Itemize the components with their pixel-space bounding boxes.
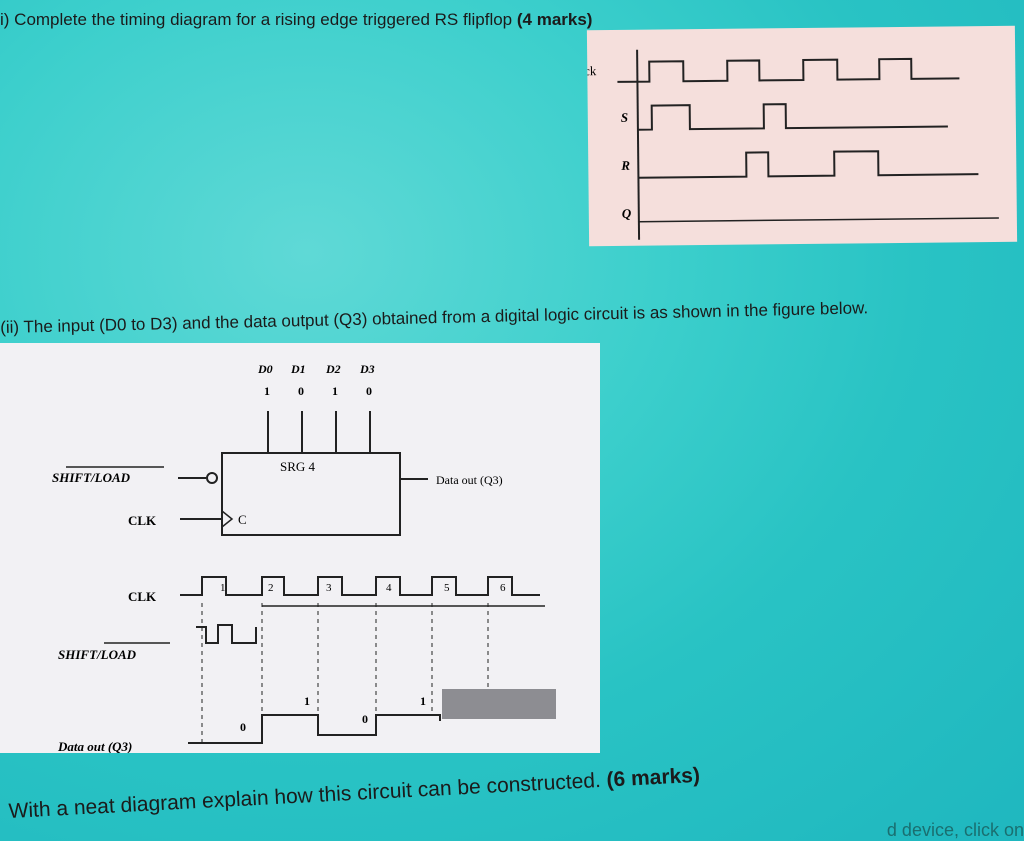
wave-data-out-label: Data out (Q3) xyxy=(57,739,132,753)
clock-pin-label: C xyxy=(238,512,247,527)
rs-timing-diagram: Clock S R Q xyxy=(565,25,1018,247)
question-1-text: i) Complete the timing diagram for a ris… xyxy=(0,10,592,30)
question-2-text: (ii) The input (D0 to D3) and the data o… xyxy=(0,298,869,337)
pulse-1: 1 xyxy=(220,582,226,594)
wave-data-out xyxy=(188,714,441,744)
shift-register-figure: D0 D1 D2 D3 1 0 1 0 SRG 4 SHIFT/LOAD CLK xyxy=(0,343,600,754)
wave-clk-label: CLK xyxy=(128,589,157,604)
input-d0-label: D0 xyxy=(257,362,273,376)
wave-shift-load-label: SHIFT/LOAD xyxy=(58,647,137,662)
inversion-bubble xyxy=(206,472,218,484)
r-waveform xyxy=(638,150,979,179)
input-d2-value: 1 xyxy=(332,384,338,398)
data-out-label: Data out (Q3) xyxy=(436,473,503,487)
input-d2-label: D2 xyxy=(325,362,341,376)
input-d3-value: 0 xyxy=(366,384,372,398)
clk-input-label: CLK xyxy=(128,513,157,528)
s-label: S xyxy=(621,110,628,125)
question-3-marks: (6 marks) xyxy=(605,763,701,792)
pulse-4: 4 xyxy=(386,582,392,594)
clock-waveform xyxy=(617,57,960,83)
clock-triangle xyxy=(221,510,234,528)
input-d0-value: 1 xyxy=(264,384,270,398)
question-3-prefix: With a neat diagram explain how this cir… xyxy=(8,768,602,823)
srg4-label: SRG 4 xyxy=(280,459,316,474)
wave-clk xyxy=(180,576,540,596)
data-value-1: 1 xyxy=(304,694,310,708)
clock-label: Clock xyxy=(587,63,597,78)
s-waveform xyxy=(637,103,948,131)
pulse-3: 3 xyxy=(326,582,332,594)
q-baseline xyxy=(638,217,999,223)
q-label: Q xyxy=(622,206,632,221)
question-1-prefix: i) Complete the timing diagram for a ris… xyxy=(0,10,513,29)
dont-care-region xyxy=(442,689,556,719)
srg4-block xyxy=(221,452,401,536)
shift-load-input-label: SHIFT/LOAD xyxy=(52,470,131,485)
wave-shift-load xyxy=(196,624,257,644)
footer-partial-text: d device, click on xyxy=(886,820,1024,840)
shift-register-svg: D0 D1 D2 D3 1 0 1 0 SRG 4 SHIFT/LOAD CLK xyxy=(52,362,556,754)
input-d1-label: D1 xyxy=(290,362,306,376)
question-1-marks: (4 marks) xyxy=(516,10,593,29)
input-d1-value: 0 xyxy=(298,384,304,398)
question-3-text: With a neat diagram explain how this cir… xyxy=(8,764,701,824)
r-label: R xyxy=(620,158,630,173)
time-axis xyxy=(636,49,641,240)
pulse-2: 2 xyxy=(268,582,274,594)
rs-timing-svg: Clock S R Q xyxy=(565,49,999,240)
pulse-5: 5 xyxy=(444,582,450,594)
data-value-0: 0 xyxy=(240,720,246,734)
data-value-3: 1 xyxy=(420,694,426,708)
pulse-6: 6 xyxy=(500,582,506,594)
data-value-2: 0 xyxy=(362,712,368,726)
input-d3-label: D3 xyxy=(359,362,375,376)
